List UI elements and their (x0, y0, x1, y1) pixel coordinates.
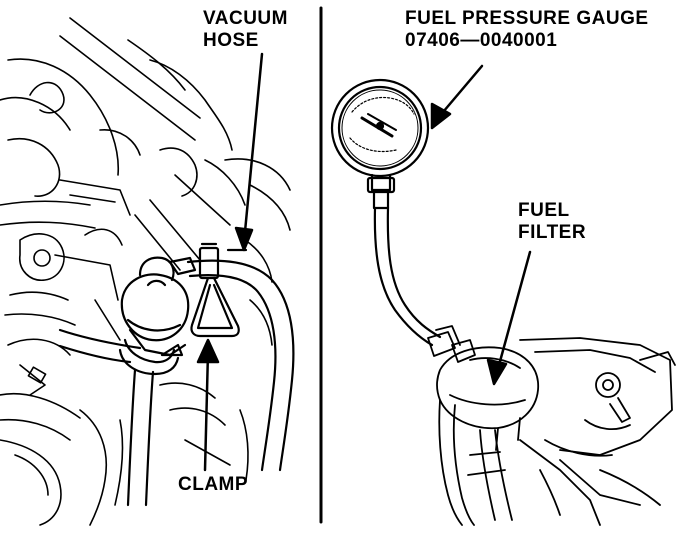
fuel-filter-label: FUEL FILTER (518, 200, 586, 244)
fuel-filter-label-line2: FILTER (518, 222, 587, 243)
clamp-label: CLAMP (178, 474, 248, 496)
fuel-filter-label-line1: FUEL (518, 200, 570, 221)
clamp-shape (190, 242, 240, 338)
gauge-arrow (430, 64, 484, 130)
engine-background (0, 17, 291, 526)
vacuum-hose-label-line2: HOSE (203, 30, 259, 51)
fuel-pressure-gauge-label: FUEL PRESSURE GAUGE 07406—0040001 (405, 8, 649, 52)
fuel-pressure-gauge-part-number: 07406—0040001 (405, 30, 558, 51)
clamp-label-text: CLAMP (178, 474, 249, 495)
vacuum-hose-arrow (234, 52, 264, 252)
fuel-pressure-gauge-label-line1: FUEL PRESSURE GAUGE (405, 8, 649, 29)
pressure-gauge-dial (330, 78, 430, 210)
fuel-filter-assembly (427, 325, 676, 526)
vacuum-valve (118, 256, 197, 376)
clamp-arrow (196, 338, 220, 472)
vacuum-hose-label-line1: VACUUM (203, 8, 288, 29)
vacuum-hose-label: VACUUM HOSE (203, 8, 288, 52)
gauge-hose (373, 206, 442, 347)
fuel-filter-arrow (486, 250, 532, 386)
